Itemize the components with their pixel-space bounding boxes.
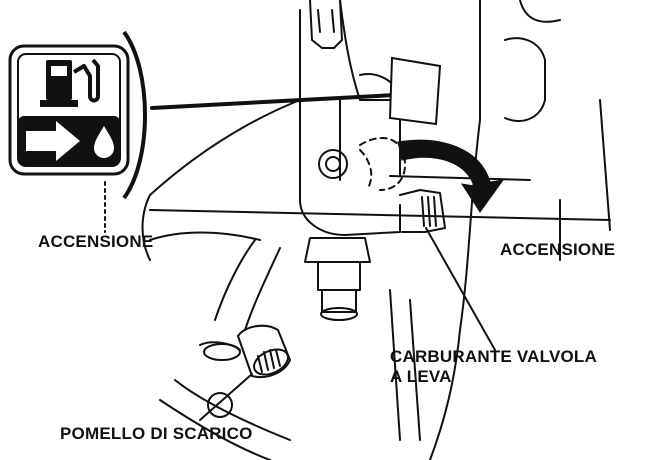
fuel-fitting	[304, 237, 371, 263]
drain-knob-label: POMELLO DI SCARICO	[60, 424, 253, 443]
icon-leader-line	[150, 93, 397, 110]
fuel-valve-label-line2: A LEVA	[390, 367, 452, 386]
pivot-bolt	[318, 149, 348, 179]
ignition-label-right: ACCENSIONE	[500, 240, 616, 259]
lever-tab	[388, 56, 442, 126]
top-bracket	[309, 0, 343, 49]
rotation-arrow	[397, 139, 505, 213]
fuel-valve-label-line1: CARBURANTE VALVOLA	[390, 347, 597, 366]
fuel-symbol-panel	[8, 44, 130, 176]
fuel-valve-label: CARBURANTE VALVOLA A LEVA	[390, 347, 597, 387]
fuel-valve-leader	[425, 227, 496, 351]
ignition-label-left: ACCENSIONE	[38, 232, 154, 251]
fuel-pump-icon	[40, 58, 100, 107]
fuel-valve-lever	[399, 189, 446, 233]
arrow-right-icon	[26, 121, 80, 161]
valve-body	[299, 99, 401, 236]
drain-knob	[237, 324, 291, 378]
fuel-drop-icon	[94, 126, 114, 158]
drain-knob-leader	[199, 373, 253, 421]
